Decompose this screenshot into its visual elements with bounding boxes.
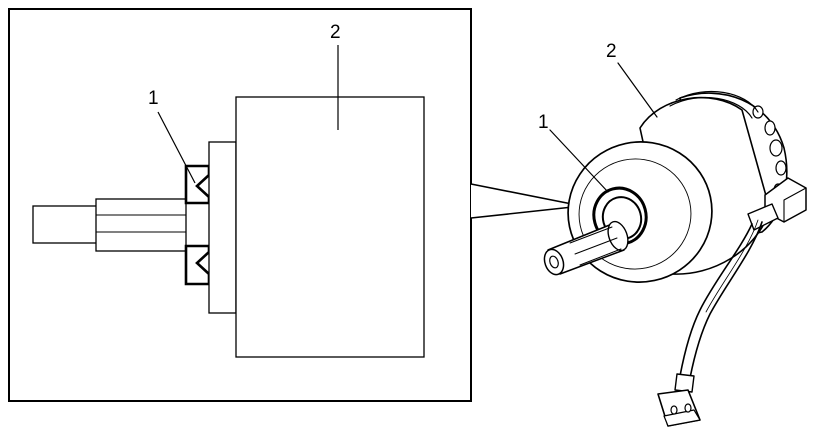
detail-inset: 1 2 bbox=[8, 8, 472, 402]
spline-line bbox=[579, 248, 622, 266]
housing-band bbox=[669, 96, 753, 119]
seal-ring bbox=[184, 164, 211, 286]
pointer-outline bbox=[470, 183, 583, 219]
vent-hole bbox=[764, 120, 776, 136]
front-face-inner bbox=[578, 158, 692, 270]
leader-line-1 bbox=[549, 129, 609, 193]
vent-hole bbox=[769, 139, 783, 157]
leader-line-2 bbox=[617, 62, 658, 118]
vent-hole bbox=[775, 160, 787, 176]
cable bbox=[705, 219, 759, 313]
callout-label-2: 2 bbox=[330, 22, 341, 43]
plug-pin bbox=[684, 403, 692, 413]
plug-face bbox=[663, 409, 701, 427]
wire-clip-edge bbox=[783, 187, 807, 223]
leader-line-1 bbox=[157, 111, 196, 184]
cable bbox=[679, 223, 753, 377]
motor-flange bbox=[208, 141, 237, 314]
zoom-pointer bbox=[470, 183, 583, 219]
motor-illustration bbox=[543, 62, 807, 427]
plug-pin bbox=[670, 405, 678, 415]
callout-label-2: 2 bbox=[606, 41, 617, 62]
callout-label-1: 1 bbox=[148, 88, 159, 109]
plug-neck bbox=[674, 373, 695, 393]
shaft-collar bbox=[607, 220, 629, 252]
spline-line bbox=[569, 226, 613, 244]
shaft-tip-hole bbox=[549, 255, 559, 269]
housing-band bbox=[675, 90, 759, 113]
shaft-end bbox=[32, 205, 98, 244]
motor-body bbox=[235, 96, 425, 358]
shaft-spline bbox=[95, 198, 187, 252]
spline-line bbox=[574, 237, 618, 255]
callout-label-1: 1 bbox=[538, 112, 549, 133]
cable bbox=[689, 221, 763, 379]
